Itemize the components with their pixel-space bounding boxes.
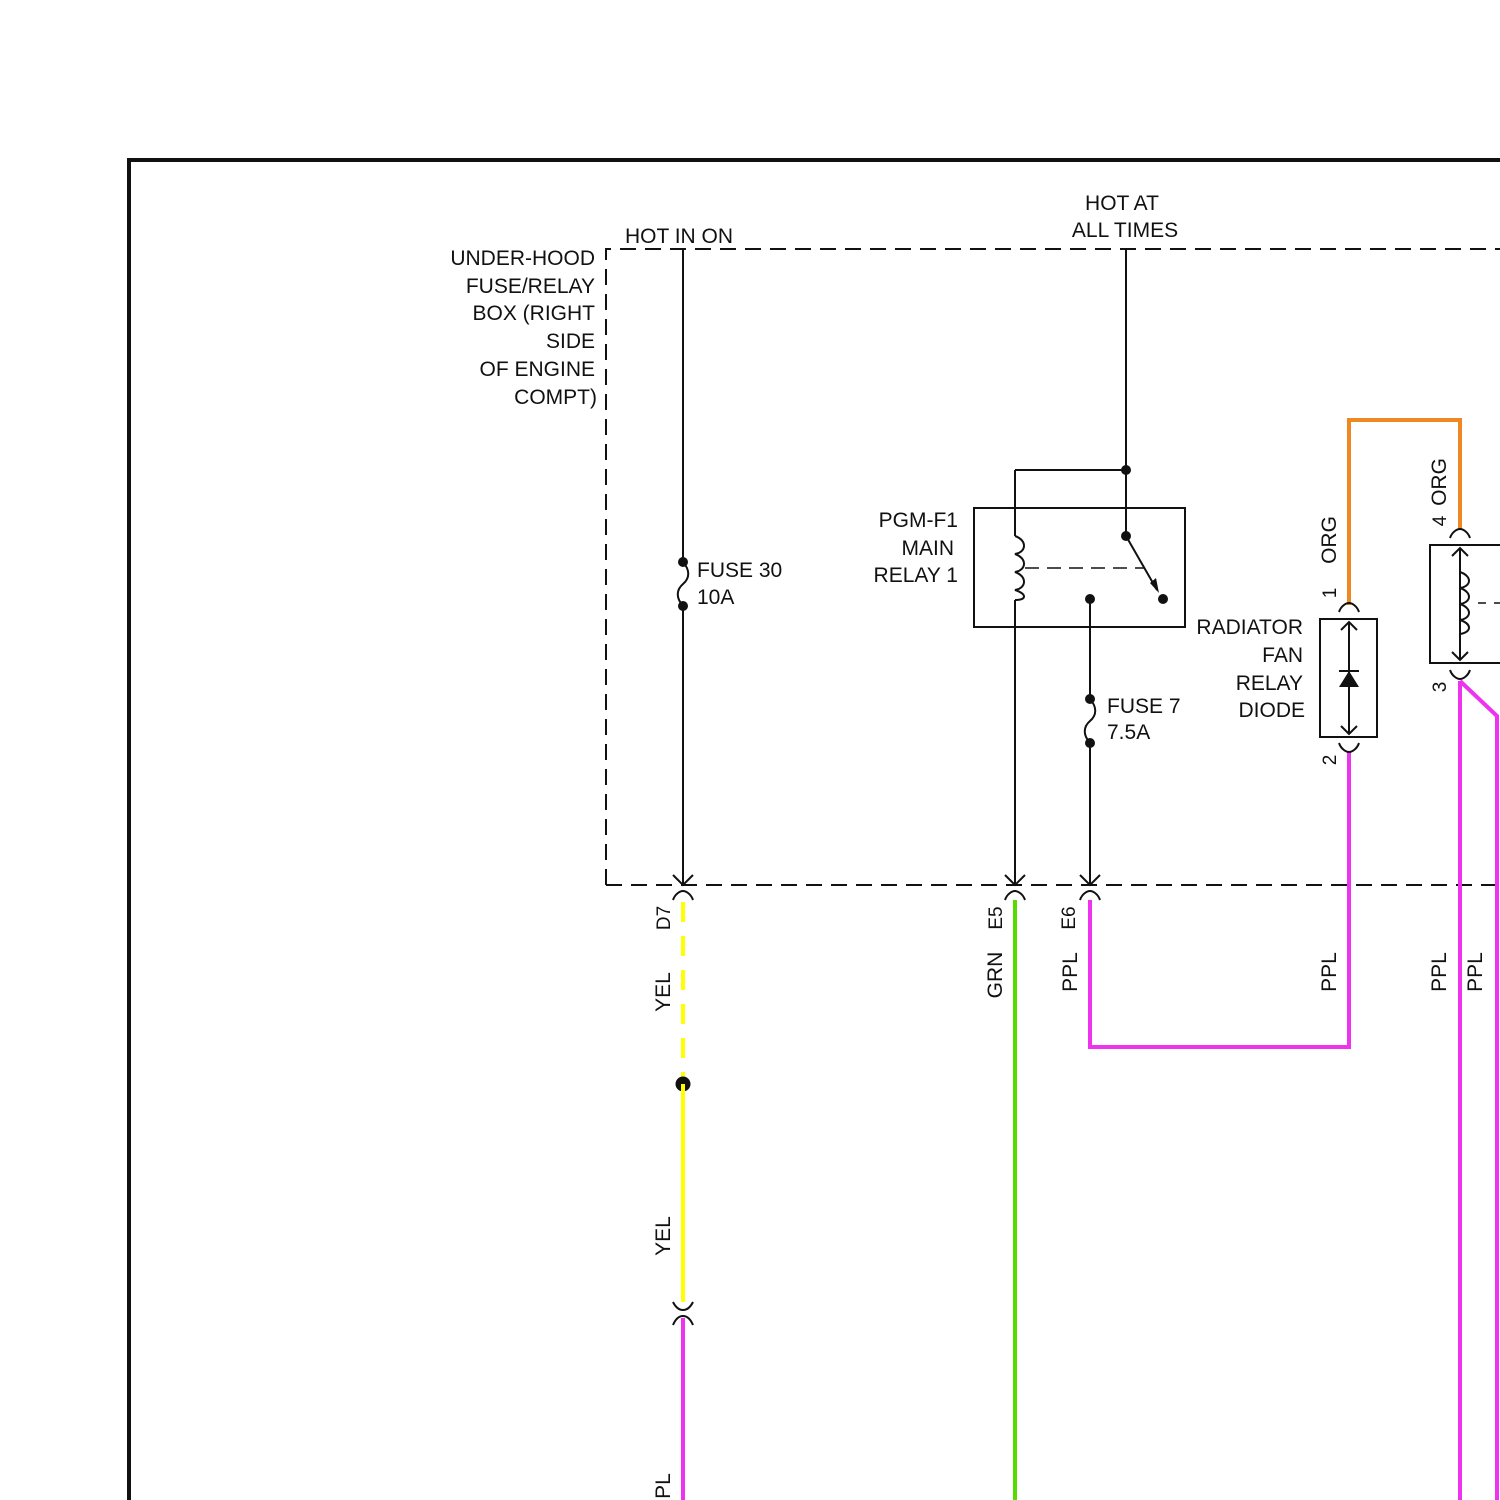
purple-wire <box>1460 681 1497 1500</box>
connector-d7-label: D7 <box>654 906 675 930</box>
main-relay-label-line: RELAY 1 <box>874 564 958 587</box>
hot-at-all-times-line: ALL TIMES <box>1072 219 1178 242</box>
connector-e5-label: E5 <box>986 906 1007 929</box>
fuse-box-label-line: OF ENGINE <box>479 358 595 381</box>
fuse-box-label-line: UNDER-HOOD <box>450 247 595 270</box>
wire-color-label: PPL <box>1428 952 1451 992</box>
diode-label-line: RADIATOR <box>1196 616 1303 639</box>
main-relay-label-line: PGM-F1 <box>879 509 958 532</box>
orange-wire <box>1349 420 1460 605</box>
pin-number: 1 <box>1320 588 1341 599</box>
pin-number: 2 <box>1320 755 1341 766</box>
purple-wire <box>1090 752 1349 1047</box>
diode-icon <box>1339 622 1359 734</box>
relay-coil-icon <box>1015 536 1024 600</box>
wire-color-label: PPL <box>1318 952 1341 992</box>
diode-label-line: DIODE <box>1238 699 1305 722</box>
pin-number: 4 <box>1430 515 1451 526</box>
relay-coil-icon <box>1452 548 1469 660</box>
connector-icon <box>1450 670 1470 679</box>
fan-relay-box <box>1430 545 1500 663</box>
connector-icon <box>673 891 693 900</box>
fuse-box-label-line: SIDE <box>546 330 595 353</box>
fuse30-label-line: 10A <box>697 586 734 609</box>
diagram-frame <box>129 160 1500 1500</box>
connector-icon <box>1450 529 1470 538</box>
fuse-icon <box>678 557 689 611</box>
connector-icon <box>1005 891 1025 900</box>
hot-at-all-times-label: HOT AT ALL TIMES <box>1072 192 1178 242</box>
wire-color-label: PPL <box>1059 952 1082 992</box>
fuse-box-label-line: BOX (RIGHT <box>472 302 595 325</box>
fuse30-label-line: FUSE 30 <box>697 559 782 582</box>
fuse7-label-line: 7.5A <box>1107 721 1150 744</box>
fuse-box-label-line: FUSE/RELAY <box>466 275 595 298</box>
wire-color-label: ORG <box>1318 516 1341 564</box>
hot-at-all-times-line: HOT AT <box>1085 192 1159 215</box>
fuse-icon <box>1085 694 1096 748</box>
fuse30-label: FUSE 30 10A <box>697 559 782 609</box>
wire-color-label: PL <box>652 1473 675 1499</box>
pin-number: 3 <box>1430 682 1451 693</box>
main-relay-label-line: MAIN <box>902 537 955 560</box>
connector-icon <box>1080 891 1100 900</box>
connector-e6-label: E6 <box>1059 906 1080 929</box>
fuse7-label: FUSE 7 7.5A <box>1107 695 1181 744</box>
wire-color-label: YEL <box>652 1216 675 1256</box>
diode-label: RADIATOR FAN RELAY DIODE <box>1196 616 1305 722</box>
diode-label-line: FAN <box>1262 644 1303 667</box>
fuse-box-label-line: COMPT) <box>514 386 597 409</box>
main-relay-label: PGM-F1 MAIN RELAY 1 <box>874 509 958 587</box>
connector-icon <box>1339 743 1359 752</box>
wire-color-label: GRN <box>984 952 1007 999</box>
wire-color-label: YEL <box>652 972 675 1012</box>
fuse-box-label: UNDER-HOOD FUSE/RELAY BOX (RIGHT SIDE OF… <box>450 247 597 409</box>
hot-in-on-label: HOT IN ON <box>625 225 733 248</box>
fuse7-label-line: FUSE 7 <box>1107 695 1181 718</box>
wire-color-label: ORG <box>1428 458 1451 506</box>
diode-label-line: RELAY <box>1236 672 1303 695</box>
wire-color-label: PPL <box>1464 952 1487 992</box>
